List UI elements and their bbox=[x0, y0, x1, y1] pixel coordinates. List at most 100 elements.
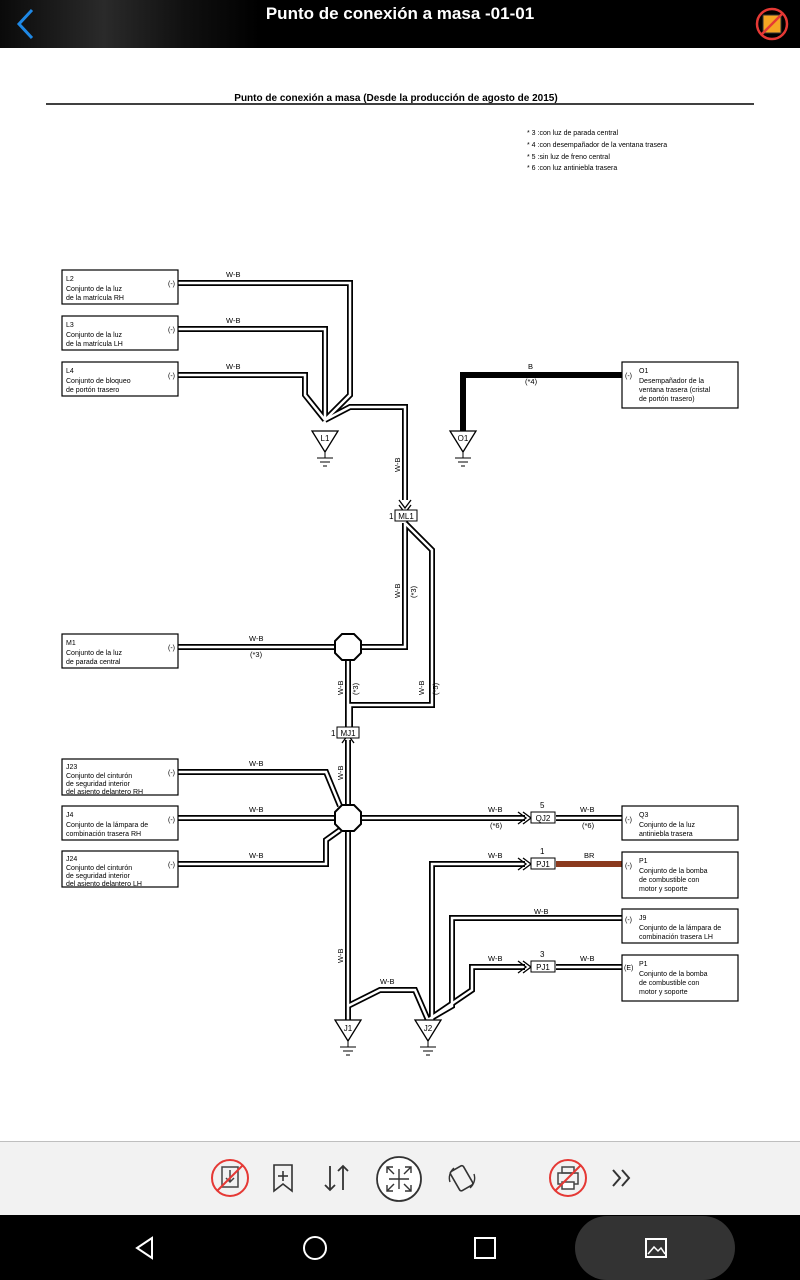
connector-pj1-a-label: PJ1 bbox=[536, 860, 550, 869]
component-l4-line2: de portón trasero bbox=[66, 387, 119, 394]
ground-j2: J2 bbox=[413, 1019, 443, 1056]
bookmark-add-button[interactable] bbox=[268, 1162, 298, 1194]
component-j24-line1: Conjunto del cinturón bbox=[66, 865, 132, 872]
notes: * 3 :con luz de parada central * 4 :con … bbox=[527, 130, 667, 172]
nav-back-button[interactable] bbox=[130, 1233, 160, 1263]
document-viewer[interactable]: Punto de conexión a masa (Desde la produ… bbox=[0, 48, 800, 1140]
component-p1-b-code: P1 bbox=[639, 961, 648, 968]
component-j24-line3: del asiento delantero LH bbox=[66, 881, 142, 888]
wire-label-ml1-in: W-B bbox=[393, 458, 402, 472]
wire-label-qj2-in: W-B bbox=[488, 805, 502, 814]
connector-qj2-label: QJ2 bbox=[536, 814, 551, 823]
component-l3: L3 Conjunto de la luz de la matrícula LH… bbox=[61, 315, 179, 351]
diagram-heading: Punto de conexión a masa (Desde la produ… bbox=[234, 93, 557, 104]
edit-disabled-icon bbox=[755, 7, 789, 41]
component-l4: L4 Conjunto de bloqueo de portón trasero… bbox=[61, 361, 179, 397]
ground-o1-label: O1 bbox=[458, 434, 469, 443]
connector-arrows bbox=[341, 499, 533, 974]
component-l2-code: L2 bbox=[66, 276, 74, 283]
ground-j2-label: J2 bbox=[424, 1024, 433, 1033]
sort-button[interactable] bbox=[320, 1162, 354, 1194]
rotate-icon bbox=[448, 1164, 476, 1192]
wire-label-mj1-j4: W-B bbox=[336, 766, 345, 780]
wire-label-o1: B bbox=[528, 362, 533, 371]
print-disabled-button[interactable] bbox=[548, 1158, 588, 1198]
save-disabled-button[interactable] bbox=[210, 1158, 250, 1198]
fit-screen-button[interactable] bbox=[375, 1155, 423, 1203]
bookmark-add-icon bbox=[273, 1164, 293, 1193]
wire-label-j1-j2: W-B bbox=[380, 977, 394, 986]
connector-mj1-label: MJ1 bbox=[340, 729, 356, 738]
nav-recents-icon bbox=[474, 1237, 496, 1259]
component-o1-code: O1 bbox=[639, 368, 648, 375]
ground-j1: J1 bbox=[333, 1019, 363, 1056]
connector-ml1-label: ML1 bbox=[398, 512, 414, 521]
component-l3-code: L3 bbox=[66, 322, 74, 329]
component-p1-b-line3: motor y soporte bbox=[639, 989, 688, 996]
connector-pj1-b-pin: 3 bbox=[540, 950, 545, 959]
component-l2-line1: Conjunto de la luz bbox=[66, 286, 123, 293]
component-j9-pin: (-) bbox=[625, 917, 632, 924]
component-j23-line3: del asiento delantero RH bbox=[66, 789, 143, 796]
component-p1-a-line1: Conjunto de la bomba bbox=[639, 868, 708, 875]
connector-ml1 bbox=[394, 509, 418, 522]
component-q3-pin: (-) bbox=[625, 817, 632, 824]
wire-label-j23: W-B bbox=[249, 759, 263, 768]
back-button[interactable] bbox=[8, 6, 44, 42]
component-p1-a-code: P1 bbox=[639, 858, 648, 865]
wire-outlines bbox=[178, 280, 622, 1023]
component-p1-b: P1 Conjunto de la bomba de combustible c… bbox=[621, 954, 739, 1002]
nav-recents-button[interactable] bbox=[471, 1234, 499, 1262]
top-bar: Punto de conexión a masa -01-01 bbox=[0, 0, 800, 48]
component-j24-pin: (-) bbox=[168, 862, 175, 869]
wire-label-ml1-mj1: W-B bbox=[417, 681, 426, 695]
component-q3-line2: antiniebla trasera bbox=[639, 831, 693, 838]
wire-label-j4: W-B bbox=[249, 805, 263, 814]
component-p1-a-line2: de combustible con bbox=[639, 877, 699, 884]
image-icon bbox=[645, 1238, 667, 1258]
connector-mj1-pin: 1 bbox=[331, 729, 336, 738]
note-ref-o1: (*4) bbox=[525, 377, 538, 386]
component-q3: Q3 Conjunto de la luz antiniebla trasera… bbox=[621, 805, 739, 841]
ground-o1: O1 bbox=[448, 430, 478, 467]
component-l4-code: L4 bbox=[66, 368, 74, 375]
component-p1-b-line2: de combustible con bbox=[639, 980, 699, 987]
nav-image-button[interactable] bbox=[642, 1234, 670, 1262]
nav-back-icon bbox=[135, 1236, 153, 1260]
component-j9-code: J9 bbox=[639, 915, 647, 922]
components: L2 Conjunto de la luz de la matrícula RH… bbox=[61, 269, 739, 1002]
component-m1-line1: Conjunto de la luz bbox=[66, 650, 123, 657]
junction-m1 bbox=[334, 633, 362, 661]
component-l3-pin: (-) bbox=[168, 327, 175, 334]
note-5: * 5 :sin luz de freno central bbox=[527, 154, 610, 161]
component-m1: M1 Conjunto de la luz de parada central … bbox=[61, 633, 179, 669]
component-l2-line2: de la matrícula RH bbox=[66, 295, 124, 302]
component-j9: J9 Conjunto de la lámpara de combinación… bbox=[621, 908, 739, 944]
ground-l1-label: L1 bbox=[321, 434, 330, 443]
wire-label-ml1-m1: W-B bbox=[393, 584, 402, 598]
component-j23: J23 Conjunto del cinturón de seguridad i… bbox=[61, 758, 179, 796]
save-disabled-icon bbox=[211, 1159, 249, 1197]
component-j9-line2: combinación trasera LH bbox=[639, 934, 713, 941]
note-ref-ml1-m1: (*3) bbox=[409, 585, 418, 598]
component-p1-a: P1 Conjunto de la bomba de combustible c… bbox=[621, 851, 739, 899]
wire-label-j24: W-B bbox=[249, 851, 263, 860]
component-p1-a-line3: motor y soporte bbox=[639, 886, 688, 893]
note-3: * 3 :con luz de parada central bbox=[527, 130, 619, 137]
note-ref-m1-mj1: (*3) bbox=[351, 682, 360, 695]
component-p1-b-line1: Conjunto de la bomba bbox=[639, 971, 708, 978]
nav-home-button[interactable] bbox=[300, 1233, 330, 1263]
print-disabled-icon bbox=[549, 1159, 587, 1197]
rotate-button[interactable] bbox=[444, 1160, 480, 1196]
wire-label-l2: W-B bbox=[226, 270, 240, 279]
component-j4-line2: combinación trasera RH bbox=[66, 831, 141, 838]
wire-label-qj2-out: W-B bbox=[580, 805, 594, 814]
junction-j4 bbox=[334, 804, 362, 832]
ground-l1: L1 bbox=[310, 430, 340, 467]
component-j23-code: J23 bbox=[66, 764, 77, 771]
header-background-image bbox=[0, 0, 260, 48]
more-button[interactable] bbox=[608, 1164, 636, 1192]
annotation-disabled-button[interactable] bbox=[754, 6, 790, 42]
wiring-diagram: Punto de conexión a masa (Desde la produ… bbox=[46, 93, 754, 1056]
wire-label-pj1-a-in: W-B bbox=[488, 851, 502, 860]
